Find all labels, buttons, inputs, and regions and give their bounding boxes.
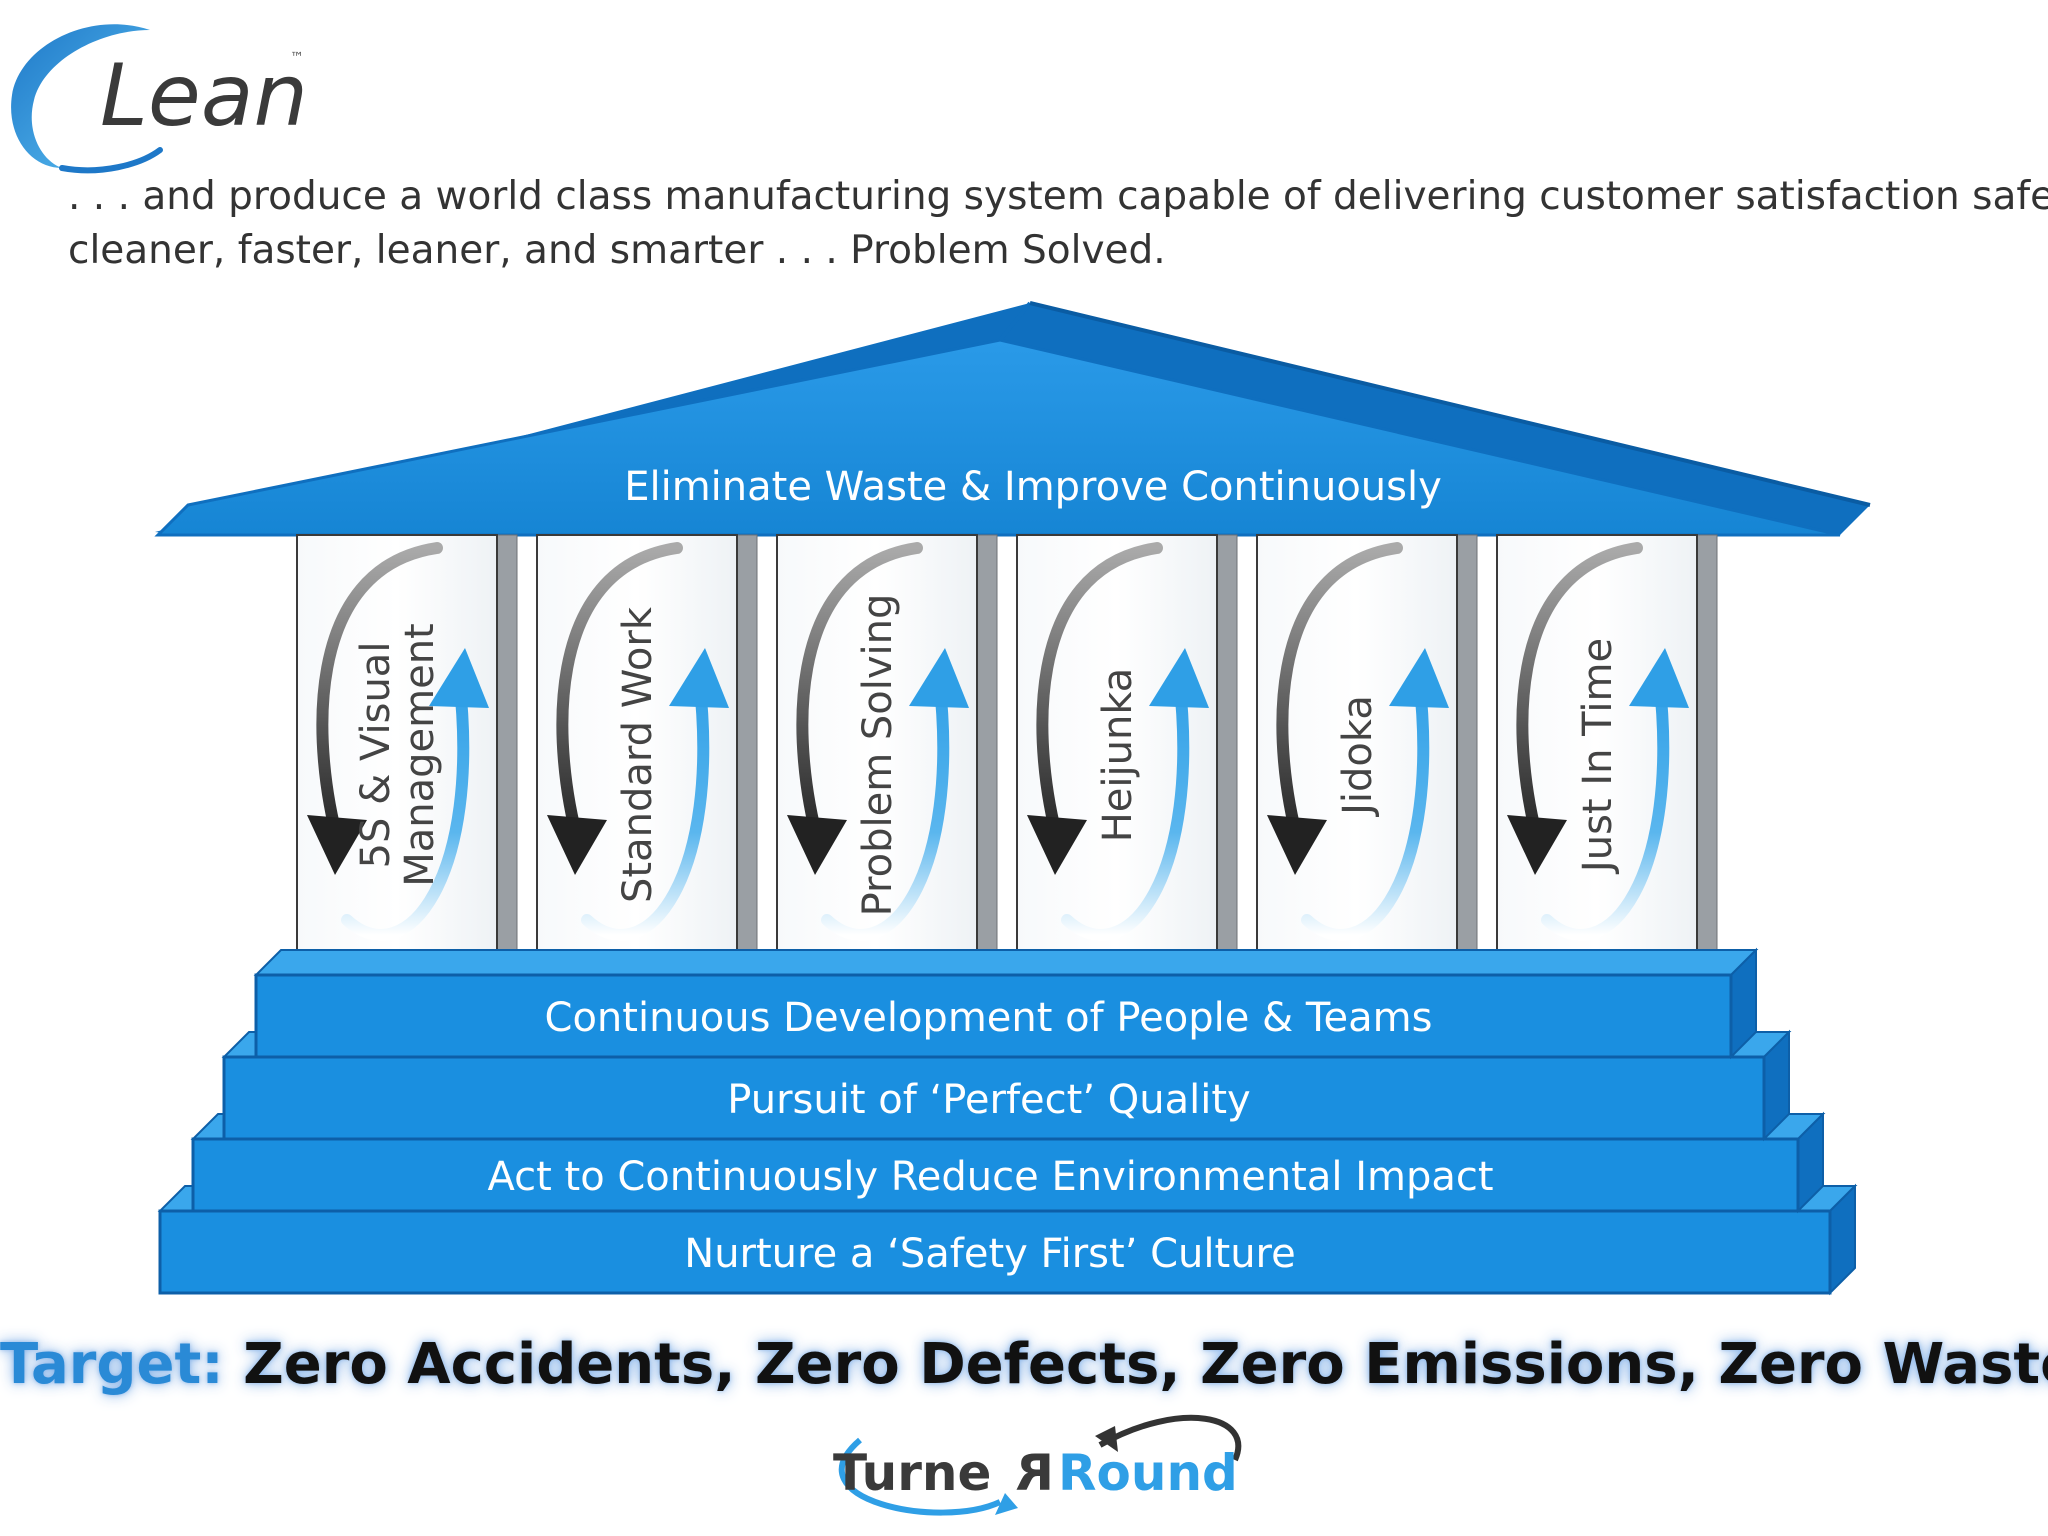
cycle-arrowhead-light bbox=[1389, 648, 1449, 708]
pillar: Standard Work bbox=[536, 534, 758, 976]
pillar-label-line-1: Problem Solving bbox=[855, 594, 901, 917]
logo-ring-arrowhead-bottom bbox=[995, 1493, 1018, 1515]
pillar-label-line-1: Heijunka bbox=[1095, 668, 1141, 843]
cycle-arrow-dark bbox=[1276, 542, 1403, 851]
logo-ring-arrow-bottom bbox=[838, 1437, 1002, 1516]
pillar-label-line-2: Management bbox=[397, 623, 443, 887]
logo-text-reversed-r: R bbox=[1015, 1444, 1054, 1502]
cycle-arrow-dark bbox=[1036, 542, 1163, 851]
logo-ring-arrowhead-top bbox=[1095, 1426, 1118, 1452]
logo-swoosh-tail bbox=[59, 147, 163, 174]
pillar-side bbox=[1456, 534, 1478, 976]
step-label: Nurture a ‘Safety First’ Culture bbox=[684, 1231, 1295, 1277]
pillar: Heijunka bbox=[1016, 534, 1238, 976]
cycle-arrow-light bbox=[1301, 672, 1430, 941]
cycle-arrowhead-dark bbox=[787, 815, 847, 875]
pillar-side bbox=[736, 534, 758, 976]
step-front bbox=[254, 973, 1733, 1059]
foundation-step: Continuous Development of People & Teams bbox=[253, 947, 1759, 1060]
logo-text-round: Round bbox=[1058, 1444, 1238, 1502]
pillar-side bbox=[496, 534, 518, 976]
pillar: Problem Solving bbox=[776, 534, 998, 976]
step-label: Pursuit of ‘Perfect’ Quality bbox=[727, 1077, 1250, 1123]
pillar-side bbox=[1696, 534, 1718, 976]
step-front bbox=[158, 1209, 1832, 1295]
tagline-line-2: cleaner, faster, leaner, and smarter . .… bbox=[68, 228, 1166, 273]
pillar-label: Jidoka bbox=[1335, 695, 1381, 818]
cycle-arrow-dark bbox=[1516, 542, 1643, 851]
roof: Eliminate Waste & Improve Continuously bbox=[154, 301, 1871, 537]
foundation-steps: Nurture a ‘Safety First’ Culture Act to C… bbox=[157, 947, 1858, 1296]
cycle-arrowhead-dark bbox=[547, 815, 607, 875]
turnerround-logo: Turne R Round bbox=[833, 1414, 1242, 1516]
cycle-arrow-light bbox=[341, 672, 470, 941]
pillar-label: 5S & VisualManagement bbox=[353, 623, 443, 887]
logo-wordmark: Lean bbox=[100, 46, 308, 146]
pillar: Just In Time bbox=[1496, 534, 1718, 976]
pillar-label-line-1: Jidoka bbox=[1335, 695, 1381, 818]
cycle-arrow-dark bbox=[556, 542, 683, 851]
cycle-arrowhead-light bbox=[1629, 648, 1689, 708]
pillar-label: Problem Solving bbox=[855, 594, 901, 917]
cycle-arrow-light bbox=[581, 672, 710, 941]
step-top bbox=[253, 949, 1759, 976]
pillar-side bbox=[1216, 534, 1238, 976]
pillar-label-line-1: Just In Time bbox=[1575, 638, 1621, 875]
roof-label: Eliminate Waste & Improve Continuously bbox=[624, 464, 1442, 510]
pillar: 5S & VisualManagement bbox=[296, 534, 518, 976]
pillar-label-line-1: 5S & Visual bbox=[353, 642, 399, 869]
cycle-arrowhead-light bbox=[669, 648, 729, 708]
logo-trademark: ™ bbox=[290, 50, 304, 66]
cycle-arrowhead-dark bbox=[1027, 815, 1087, 875]
cycle-arrowhead-dark bbox=[307, 815, 367, 875]
lean-logo: Lean ™ bbox=[11, 24, 308, 174]
target-statement: Target: Zero Accidents, Zero Defects, Ze… bbox=[0, 1325, 2048, 1405]
logo-swoosh bbox=[11, 24, 151, 168]
cycle-arrowhead-dark bbox=[1267, 815, 1327, 875]
step-label: Act to Continuously Reduce Environmental… bbox=[487, 1154, 1493, 1200]
logo-text-turne: Turne bbox=[833, 1444, 991, 1502]
cycle-arrowhead-light bbox=[909, 648, 969, 708]
pillars: 5S & VisualManagement Standard Work Proble… bbox=[296, 534, 1718, 976]
pillar-label: Just In Time bbox=[1575, 638, 1621, 875]
target-label: Target: bbox=[0, 1332, 224, 1397]
step-front bbox=[222, 1055, 1766, 1141]
tagline: . . . and produce a world class manufact… bbox=[68, 170, 2048, 278]
step-label: Continuous Development of People & Teams bbox=[545, 995, 1433, 1041]
pillar-side bbox=[976, 534, 998, 976]
target-text: Zero Accidents, Zero Defects, Zero Emiss… bbox=[223, 1332, 2048, 1397]
pillar-label: Standard Work bbox=[615, 606, 661, 903]
pillar: Jidoka bbox=[1256, 534, 1478, 976]
tagline-line-1: . . . and produce a world class manufact… bbox=[68, 174, 2048, 219]
cycle-arrowhead-light bbox=[1149, 648, 1209, 708]
cycle-arrowhead-dark bbox=[1507, 815, 1567, 875]
cycle-arrow-light bbox=[821, 672, 950, 941]
logo-ring-arrow-top bbox=[1098, 1414, 1242, 1462]
cycle-arrow-dark bbox=[316, 542, 443, 851]
step-front bbox=[191, 1137, 1800, 1213]
roof-face bbox=[154, 338, 1841, 537]
cycle-arrow-dark bbox=[796, 542, 923, 851]
pillar-label: Heijunka bbox=[1095, 668, 1141, 843]
cycle-arrowhead-light bbox=[429, 648, 489, 708]
cycle-arrow-light bbox=[1541, 672, 1670, 941]
pillar-label-line-1: Standard Work bbox=[615, 606, 661, 903]
cycle-arrow-light bbox=[1061, 672, 1190, 941]
